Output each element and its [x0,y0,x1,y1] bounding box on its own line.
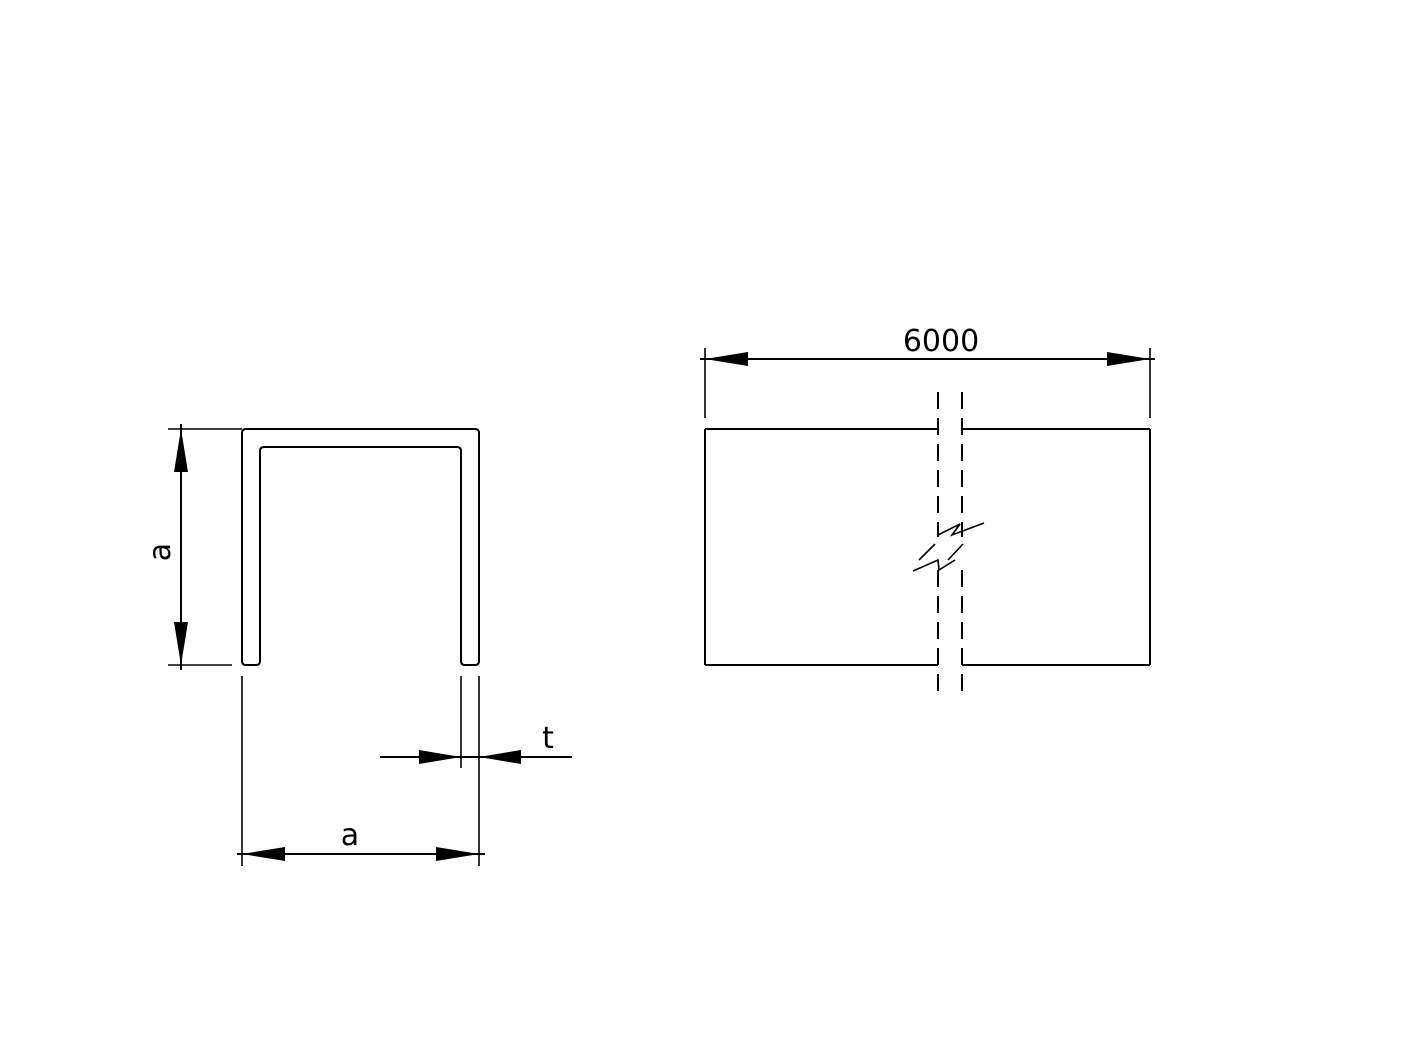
height-dimension: a [143,424,242,670]
thickness-label: t [542,721,554,756]
length-label: 6000 [903,324,979,359]
length-dimension: 6000 [700,324,1155,418]
width-label: a [341,818,359,853]
height-label: a [143,543,178,561]
width-dimension: a [237,676,485,866]
break-symbol [912,392,985,700]
u-channel-profile [241,428,480,666]
side-view-outline [704,428,1151,666]
thickness-dimension: t [380,721,572,764]
